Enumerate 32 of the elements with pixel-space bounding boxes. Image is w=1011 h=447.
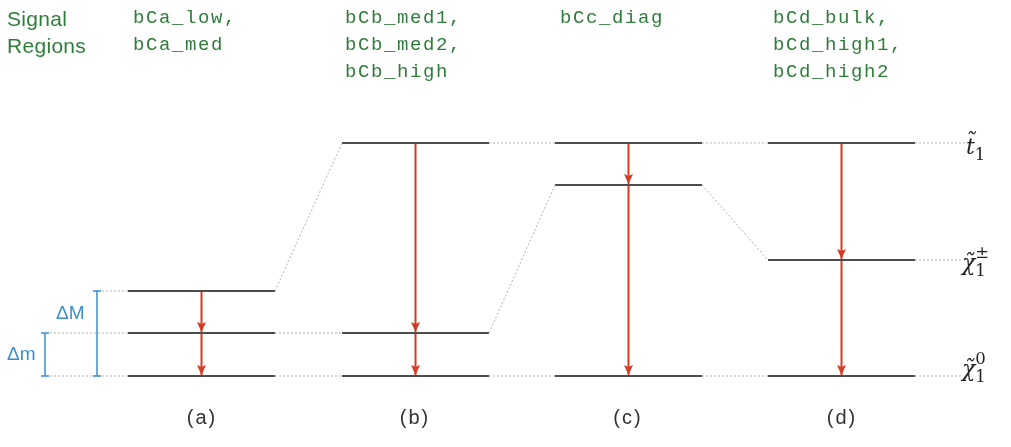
dotted-line [701, 375, 769, 377]
arrow [837, 260, 846, 376]
dotted-line [701, 184, 769, 261]
dotted-line [274, 142, 343, 292]
dotted-line [914, 142, 967, 144]
state-label: t̃$_{1}$ [966, 129, 986, 163]
panel-label: (c) [612, 405, 644, 429]
dotted-line [914, 375, 963, 377]
arrow [197, 291, 206, 333]
arrow [624, 143, 633, 185]
dotted-line [488, 375, 556, 377]
row-label: Signal Regions [7, 6, 88, 59]
arrow [411, 143, 420, 333]
mass-gap-label: ΔM [56, 302, 85, 324]
dotted-line [488, 142, 556, 144]
dotted-line [701, 142, 769, 144]
dotted-line [274, 332, 343, 334]
panel-label: (a) [185, 405, 219, 429]
dotted-line [914, 259, 963, 261]
signal-region-list: bCc_diag [560, 5, 702, 32]
panel-label: (d) [825, 405, 859, 429]
signal-region-list: bCa_low, bCa_med [133, 5, 275, 59]
arrow [197, 333, 206, 376]
signal-region-list: bCb_med1, bCb_med2, bCb_high [345, 5, 487, 86]
arrow [624, 185, 633, 376]
mass-gap-label: Δm [7, 343, 36, 365]
arrow [411, 333, 420, 376]
dotted-line [488, 184, 556, 334]
dotted-line [274, 375, 343, 377]
panel-label: (b) [398, 405, 432, 429]
arrow [837, 143, 846, 260]
signal-region-list: bCd_bulk, bCd_high1, bCd_high2 [773, 5, 915, 86]
